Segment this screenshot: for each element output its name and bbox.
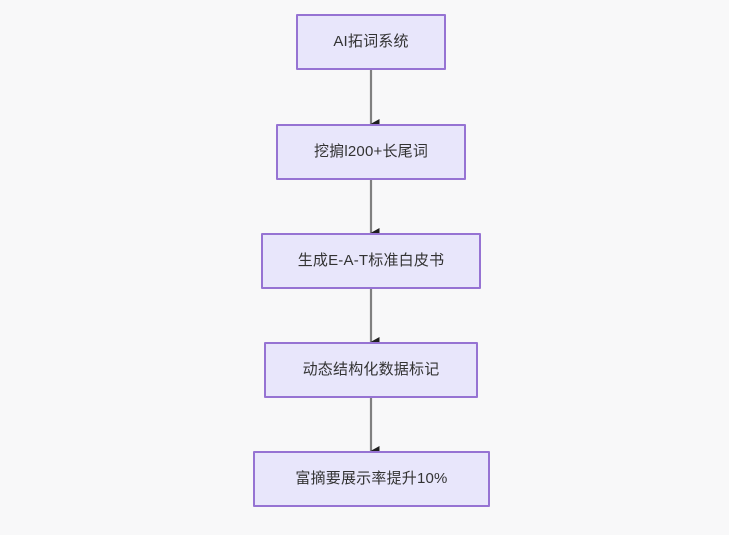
flow-node-label: 动态结构化数据标记	[302, 361, 440, 378]
flow-node-rich-snippet-ctr-increase[interactable]: 富摘要展示率提升10%	[253, 451, 490, 507]
flow-node-generate-eat-whitepaper[interactable]: 生成E-A-T标准白皮书	[261, 233, 481, 289]
flow-node-label: 富摘要展示率提升10%	[295, 470, 448, 487]
flow-node-label: 生成E-A-T标准白皮书	[297, 252, 445, 269]
flow-node-label: 挖掮l200+长尾词	[313, 143, 429, 160]
flow-node-dynamic-structured-data-markup[interactable]: 动态结构化数据标记	[264, 342, 478, 398]
flow-node-label: AI拓词系统	[333, 33, 409, 50]
flow-node-ai-keyword-system[interactable]: AI拓词系统	[296, 14, 446, 70]
flow-node-mine-longtail-keywords[interactable]: 挖掮l200+长尾词	[276, 124, 466, 180]
